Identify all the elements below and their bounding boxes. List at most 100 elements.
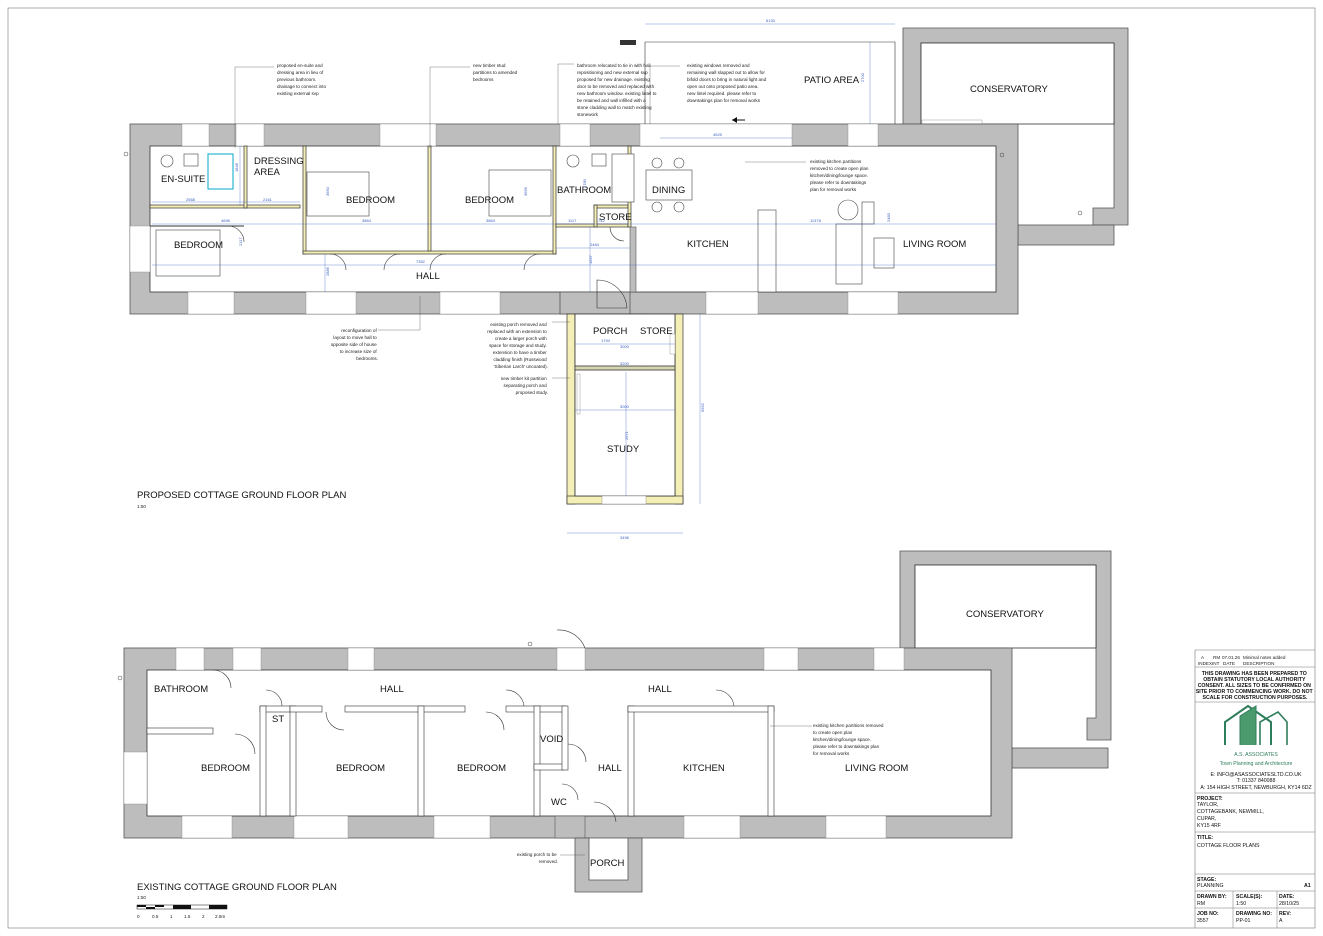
- door-opening: [556, 647, 586, 671]
- title-block: A RM 07.01.26 Minimal notes added INDEX …: [1194, 649, 1315, 928]
- job-number: 3557: [1197, 918, 1209, 924]
- wall: [259, 705, 267, 817]
- door-swing: [212, 669, 232, 689]
- study-wall: [566, 313, 576, 505]
- window: [175, 647, 205, 671]
- room-bedroom: BEDROOM: [465, 195, 514, 206]
- door-swing: [234, 733, 256, 755]
- svg-text:1.5: 1.5: [184, 914, 191, 919]
- dim-text: 2700: [860, 72, 865, 82]
- project-address: TAYLOR, COTTAGEBANK, NEWMILL, CUPAR, KY1…: [1197, 802, 1265, 829]
- wall: [533, 763, 565, 771]
- door-swing: [505, 689, 525, 707]
- dim-text: 3656: [523, 186, 528, 196]
- door-swing: [325, 711, 345, 731]
- room-wc: WC: [551, 797, 567, 808]
- date-label: DATE:: [1279, 894, 1295, 900]
- svp-marker: [117, 675, 123, 681]
- dim-text: 5952: [700, 402, 705, 412]
- wall: [146, 727, 214, 735]
- window: [347, 647, 375, 671]
- chair: [673, 157, 685, 169]
- rev-index: A: [1201, 655, 1205, 660]
- dim-text: 2484: [590, 242, 600, 247]
- room-hall: HALL: [416, 271, 440, 282]
- window: [123, 751, 148, 805]
- stage-value: PLANNING: [1197, 883, 1224, 889]
- room-bathroom: BATHROOM: [154, 684, 208, 695]
- room-dining: DINING: [652, 185, 685, 196]
- bed: [488, 169, 552, 217]
- room-hall: HALL: [380, 684, 404, 695]
- chair: [651, 201, 663, 213]
- rev-header: INT: [1212, 661, 1220, 666]
- svp-marker: [527, 641, 533, 647]
- store-partition: [593, 204, 629, 209]
- dim-text: 3496: [620, 535, 630, 540]
- svg-text:2.5m: 2.5m: [215, 914, 225, 919]
- stud-partition: [243, 145, 248, 209]
- room-store: ST: [272, 714, 284, 725]
- stud-partition: [427, 145, 432, 252]
- door-swing: [329, 253, 347, 271]
- note-kitchen: existing kitchen partitions removed to c…: [810, 159, 870, 192]
- window: [705, 291, 759, 315]
- stud-partition: [302, 250, 557, 255]
- sheet-border: [7, 7, 1316, 929]
- room-bedroom: BEDROOM: [346, 195, 395, 206]
- window: [683, 815, 741, 839]
- door-swing: [485, 711, 505, 731]
- door-swing: [561, 783, 579, 801]
- note-leader: [649, 65, 680, 124]
- wall: [533, 705, 541, 817]
- svg-text:1: 1: [170, 914, 173, 919]
- window: [763, 647, 799, 671]
- room-hall: HALL: [648, 684, 672, 695]
- window: [825, 815, 887, 839]
- drawing-title: COTTAGE FLOOR PLANS: [1197, 843, 1260, 849]
- window: [293, 815, 349, 839]
- room-study: STUDY: [607, 444, 640, 455]
- note-leader: [378, 296, 421, 331]
- dim-text: 1117: [568, 218, 577, 223]
- door-swing: [429, 253, 447, 271]
- room-hall: HALL: [598, 763, 622, 774]
- basin: [591, 153, 607, 167]
- window: [847, 291, 899, 315]
- wall: [289, 705, 297, 817]
- dim-text: 3000: [620, 344, 630, 349]
- dim-text: 4525: [713, 132, 723, 137]
- existing-plan-scale: 1:50: [137, 895, 146, 900]
- rev-label: REV:: [1279, 911, 1291, 917]
- room-kitchen: KITCHEN: [687, 239, 729, 250]
- stage-label: STAGE:: [1197, 877, 1216, 883]
- chair: [673, 201, 685, 213]
- door-swing: [567, 743, 587, 763]
- dim-text: 3864: [486, 218, 496, 223]
- window: [181, 123, 210, 147]
- study-window: [601, 495, 647, 505]
- toilet: [160, 154, 174, 168]
- window: [379, 123, 437, 147]
- conservatory-opening: [921, 119, 983, 125]
- dim-text: 3650: [325, 186, 330, 196]
- rev-desc: Minimal notes added: [1243, 655, 1286, 660]
- window: [439, 291, 501, 315]
- company-tagline: Town Planning and Architecture: [1220, 761, 1293, 767]
- existing-plan: BATHROOM HALL HALL ST BEDROOM BEDROOM BE…: [117, 550, 1112, 919]
- porch-wall-left: [559, 291, 631, 315]
- bed: [155, 229, 221, 277]
- room-bedroom: BEDROOM: [336, 763, 385, 774]
- note-partition: new timber kit partition separating porc…: [501, 376, 548, 395]
- study-floor: [574, 369, 676, 497]
- rev-header: INDEX: [1198, 661, 1212, 666]
- room-bedroom: BEDROOM: [174, 240, 223, 251]
- room-conservatory: CONSERVATORY: [966, 609, 1044, 620]
- dim-text: 1657: [588, 254, 593, 264]
- existing-porch-wall: [574, 837, 643, 893]
- drawn-by: RM: [1197, 901, 1205, 907]
- note-porch: existing porch removed and replaced with…: [487, 322, 548, 369]
- bath: [611, 153, 635, 203]
- annex-wall: [1017, 224, 1115, 246]
- existing-conservatory-floor: [914, 564, 1097, 649]
